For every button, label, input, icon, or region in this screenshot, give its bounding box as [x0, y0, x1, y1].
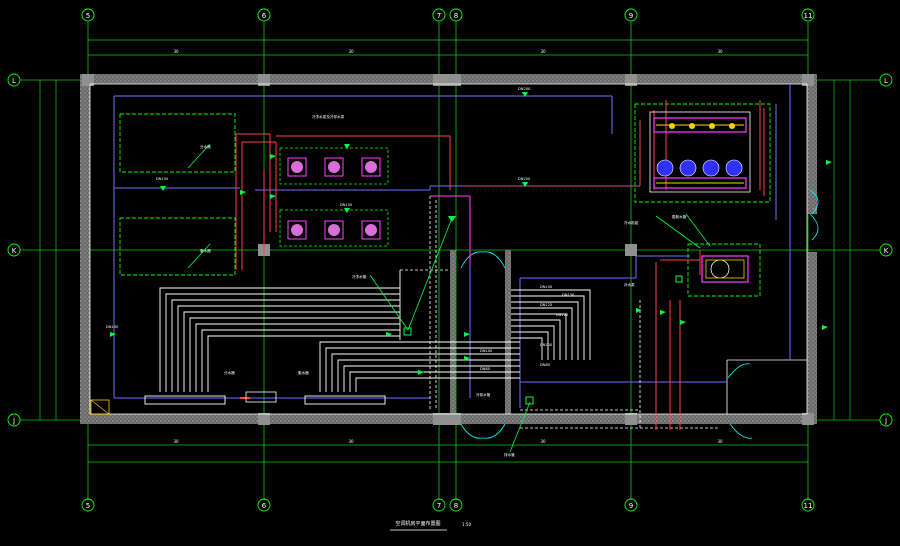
white-pipes-right [511, 289, 591, 360]
door-arcs [460, 189, 819, 439]
dashed-rooms [119, 103, 771, 297]
label-pump: 补水泵 [624, 282, 635, 287]
pump-units [287, 157, 381, 240]
dn-mark-5: DN100 [106, 325, 119, 329]
dim-top-3: 30 [540, 49, 546, 54]
chiller-unit[interactable] [649, 111, 751, 193]
grid-bubbles-top [81, 8, 815, 22]
dashed-white-pipes [400, 196, 720, 429]
collector-header[interactable] [304, 395, 386, 405]
pipe-label-7: DN80 [540, 363, 551, 367]
pump-unit-5[interactable] [324, 220, 344, 240]
building-walls [80, 74, 817, 424]
grid-labels: 5 6 7 8 9 11 5 6 7 8 9 11 L K J L K J [12, 12, 889, 510]
grid-label-J-right: J [884, 417, 887, 425]
grid-label-11-top: 11 [804, 12, 813, 20]
grid-label-5-top: 5 [86, 12, 90, 20]
pump-unit-3[interactable] [361, 157, 381, 177]
leader-lines [187, 143, 711, 453]
grid-label-8-top: 8 [454, 12, 458, 20]
inner-partitions [89, 83, 808, 415]
red-pipe-network [235, 100, 765, 430]
grid-label-9-top: 9 [629, 12, 633, 20]
pipe-label-2: DN150 [562, 293, 575, 297]
grid-label-7-bottom: 7 [437, 502, 441, 510]
label-tank: 膨胀水箱 [672, 214, 687, 219]
tag-labels: 冷冻水泵及冷却水泵 分水器 集水器 膨胀水箱 冷水机组 补水泵 冷冻水管 冷却水… [106, 87, 687, 457]
label-header-right: 集水器 [298, 370, 309, 375]
grid-label-9-bottom: 9 [629, 502, 633, 510]
label-callout-center: 冷却水管 [476, 392, 491, 397]
pipe-label-6: DN100 [540, 343, 553, 347]
dim-bottom-4: 30 [717, 439, 723, 444]
grid-label-J-left: J [12, 417, 15, 425]
dn-mark-1: DN200 [518, 87, 531, 91]
drawing-scale: 1:50 [462, 522, 471, 527]
grid-label-8-bottom: 8 [454, 502, 458, 510]
drawing-title: 空调机房平面布置图 [395, 520, 440, 527]
pump-unit-fills [291, 161, 377, 236]
pump-unit-6[interactable] [361, 220, 381, 240]
water-headers[interactable] [144, 391, 386, 405]
pump-frame [279, 147, 389, 247]
label-units-caption: 冷冻水泵及冷却水泵 [312, 114, 345, 119]
grid-label-L-right: L [884, 77, 888, 85]
dim-top-1: 30 [173, 49, 179, 54]
dn-mark-4: DN150 [340, 203, 353, 207]
grid-label-K-right: K [884, 247, 889, 255]
grid-bubbles-side [7, 73, 893, 427]
dn-mark-3: DN150 [156, 177, 169, 181]
pipe-label-4: DN125 [556, 313, 568, 317]
label-chiller: 冷水机组 [624, 220, 639, 225]
pipe-label-1: DN150 [540, 285, 553, 289]
white-manifold-pipes [159, 270, 520, 392]
dn-mark-2: DN200 [518, 177, 531, 181]
label-callout-left: 冷冻水管 [352, 274, 367, 279]
grid-label-7-top: 7 [437, 12, 441, 20]
dimension-text: 30 30 30 30 30 30 30 30 [173, 49, 723, 444]
pump-unit-2[interactable] [324, 157, 344, 177]
grid-label-11-bottom: 11 [804, 502, 813, 510]
distributor-header[interactable] [144, 395, 226, 405]
label-room-b: 集水器 [200, 248, 211, 253]
dim-top-4: 30 [717, 49, 723, 54]
pipe-label-3: DN125 [540, 303, 552, 307]
grid-label-5-bottom: 5 [86, 502, 90, 510]
grid-label-K-left: K [12, 247, 17, 255]
expansion-tank[interactable] [701, 255, 749, 283]
dimension-lines [39, 39, 851, 463]
pipe-label-5: DN100 [480, 349, 493, 353]
corner-detail [90, 399, 110, 415]
grid-label-6-bottom: 6 [262, 502, 267, 510]
title-block: 空调机房平面布置图 1:50 [390, 520, 471, 531]
grid-label-6-top: 6 [262, 12, 267, 20]
label-room-a: 分水器 [200, 144, 211, 149]
label-header-left: 分水器 [224, 370, 235, 375]
dim-top-2: 30 [348, 49, 354, 54]
dim-bottom-1: 30 [173, 439, 179, 444]
grid-bubbles-bottom [81, 498, 815, 512]
pump-unit-4[interactable] [287, 220, 307, 240]
pump-unit-1[interactable] [287, 157, 307, 177]
pipe-label-8: DN80 [480, 367, 491, 371]
green-markers [110, 92, 832, 405]
label-callout-bottom: 排水管 [504, 452, 515, 457]
grid-label-L-left: L [12, 77, 16, 85]
dim-bottom-2: 30 [348, 439, 354, 444]
dim-bottom-3: 30 [540, 439, 546, 444]
